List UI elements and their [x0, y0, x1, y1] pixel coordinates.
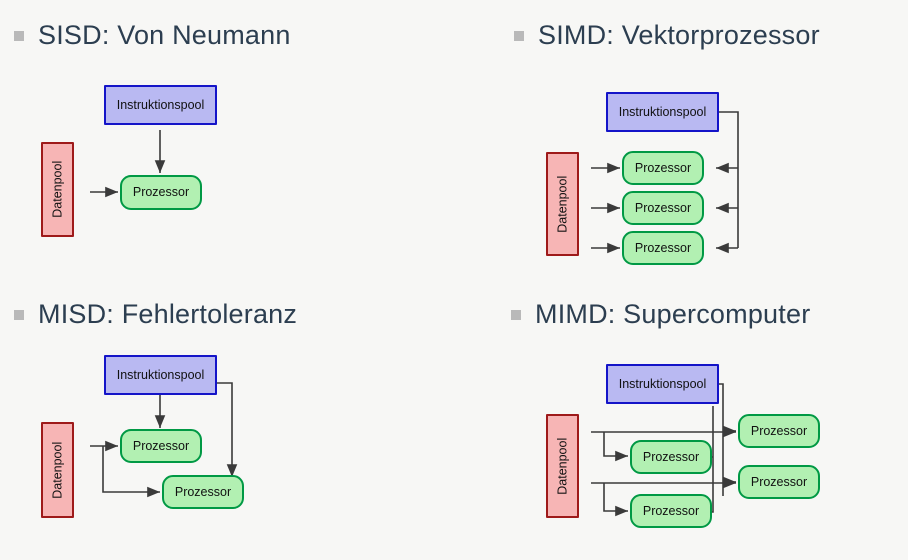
quadrant-title: MISD: Fehlertoleranz	[38, 299, 298, 329]
quadrant-simd: SIMD: Vektorprozessor Ins	[454, 0, 908, 280]
node-instruction-pool: Instruktionspool	[104, 85, 217, 125]
node-label: Prozessor	[634, 240, 692, 255]
diagram-edges-misd	[90, 382, 238, 498]
node-processor-1: Prozessor	[622, 151, 704, 185]
node-label: Datenpool	[50, 441, 65, 499]
node-processor-3: Prozessor	[622, 231, 704, 265]
square-bullet-icon	[511, 309, 521, 320]
node-label: Prozessor	[642, 449, 700, 464]
edge-data-to-processor-2	[102, 446, 160, 498]
heading-misd: MISD: Fehlertoleranz	[14, 299, 297, 330]
node-label: Prozessor	[132, 185, 190, 200]
node-instruction-pool: Instruktionspool	[104, 355, 217, 395]
node-processor-2: Prozessor	[162, 475, 244, 509]
heading-mimd: MIMD: Supercomputer	[511, 299, 810, 330]
node-processor-1: Prozessor	[120, 429, 202, 463]
node-label: Instruktionspool	[116, 367, 205, 382]
node-label: Prozessor	[174, 484, 232, 499]
node-processor: Prozessor	[120, 175, 202, 210]
node-label: Prozessor	[634, 160, 692, 175]
node-data-pool: Datenpool	[546, 152, 579, 256]
quadrant-sisd: SISD: Von Neumann Instruktionspool Daten…	[0, 0, 454, 280]
node-label: Datenpool	[50, 161, 65, 218]
node-label: Instruktionspool	[116, 97, 205, 112]
node-processor-2: Prozessor	[622, 191, 704, 225]
diagram-simd: Instruktionspool Datenpool Prozessor Pro…	[454, 0, 908, 280]
node-label: Prozessor	[642, 503, 700, 518]
diagram-sisd: Instruktionspool Datenpool Prozessor	[0, 0, 454, 280]
node-instruction-pool: Instruktionspool	[606, 364, 719, 404]
node-label: Instruktionspool	[618, 376, 707, 391]
heading-simd: SIMD: Vektorprozessor	[514, 20, 820, 51]
node-instruction-pool: Instruktionspool	[606, 92, 719, 132]
quadrant-title: SIMD: Vektorprozessor	[538, 20, 820, 50]
flynn-taxonomy-slide: SISD: Von Neumann Instruktionspool Daten…	[0, 0, 908, 541]
node-label: Prozessor	[132, 438, 190, 453]
node-data-pool: Datenpool	[546, 414, 579, 518]
quadrant-title: MIMD: Supercomputer	[535, 299, 811, 329]
node-processor-1: Prozessor	[630, 440, 712, 474]
diagram-misd: Instruktionspool Datenpool Prozessor Pro…	[0, 280, 454, 560]
diagram-edges-sisd	[90, 130, 166, 198]
square-bullet-icon	[14, 30, 24, 41]
quadrant-mimd: MIMD: Supercomputer	[454, 280, 908, 541]
quadrant-misd: MISD: Fehlertoleranz Instruktionsp	[0, 280, 454, 541]
node-processor-4: Prozessor	[738, 465, 820, 499]
node-label: Datenpool	[555, 437, 570, 495]
edge-data-to-processor-l1	[603, 432, 628, 462]
node-processor-3: Prozessor	[738, 414, 820, 448]
edge-data-to-processor-l2	[603, 483, 628, 517]
node-label: Prozessor	[750, 423, 808, 438]
node-label: Instruktionspool	[618, 104, 707, 119]
square-bullet-icon	[514, 30, 524, 41]
heading-sisd: SISD: Von Neumann	[14, 20, 291, 51]
node-data-pool: Datenpool	[41, 142, 74, 237]
diagram-mimd: Instruktionspool Datenpool Prozessor Pro…	[454, 280, 908, 560]
node-data-pool: Datenpool	[41, 422, 74, 518]
square-bullet-icon	[14, 309, 24, 320]
node-processor-2: Prozessor	[630, 494, 712, 528]
edge-instruction-to-processor-2	[213, 382, 238, 477]
node-label: Datenpool	[555, 175, 570, 233]
quadrant-title: SISD: Von Neumann	[38, 20, 291, 50]
node-label: Prozessor	[634, 200, 692, 215]
node-label: Prozessor	[750, 474, 808, 489]
